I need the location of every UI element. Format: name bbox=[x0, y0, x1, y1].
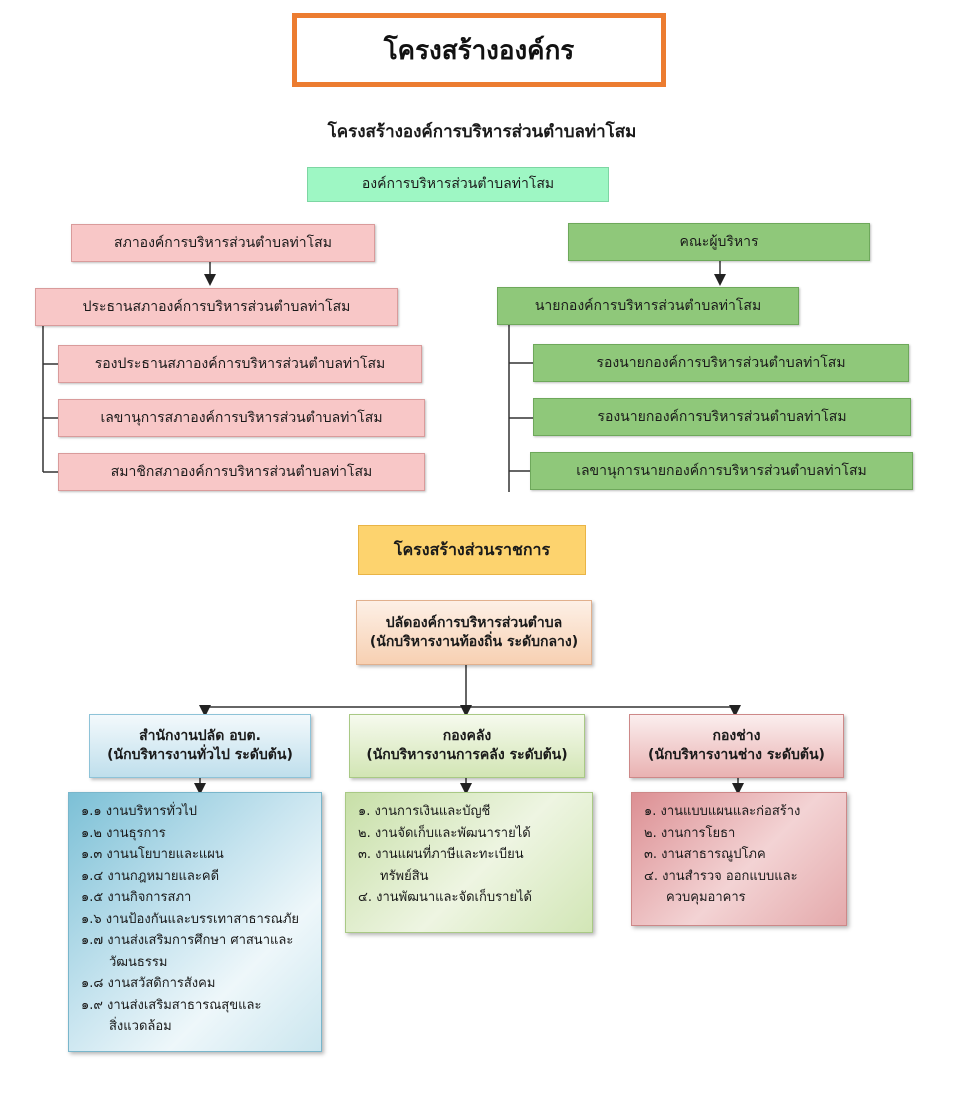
page-title: โครงสร้างองค์กร bbox=[292, 13, 666, 87]
dept-level: (นักบริหารงานทั่วไป ระดับต้น) bbox=[107, 747, 293, 763]
list-item: ๑.๑ งานบริหารทั่วไป bbox=[81, 804, 198, 819]
dept-level: (นักบริหารงานการคลัง ระดับต้น) bbox=[366, 747, 568, 763]
admin-structure-title: โครงสร้างส่วนราชการ bbox=[358, 525, 586, 575]
list-item: ทรัพย์สิน bbox=[380, 868, 429, 884]
list-item: วัฒนธรรม bbox=[109, 954, 168, 970]
list-item: ๑.๗ งานส่งเสริมการศึกษา ศาสนาและ bbox=[81, 933, 294, 948]
executive-box: คณะผู้บริหาร bbox=[568, 223, 870, 261]
list-item: ๑.๒ งานธุรการ bbox=[81, 825, 166, 841]
mayor-box: นายกองค์การบริหารส่วนตำบลท่าโสม bbox=[497, 287, 799, 325]
dept-name: กองคลัง bbox=[442, 728, 492, 745]
list-item: ๔. งานพัฒนาและจัดเก็บรายได้ bbox=[358, 890, 532, 905]
dept-finance-header: กองคลัง (นักบริหารงานการคลัง ระดับต้น) bbox=[349, 714, 585, 778]
council-box: สภาองค์การบริหารส่วนตำบลท่าโสม bbox=[71, 224, 375, 262]
list-item: ๒. งานการโยธา bbox=[644, 825, 736, 841]
list-item: สิ่งแวดล้อม bbox=[109, 1019, 172, 1034]
council-member-box: เลขานุการสภาองค์การบริหารส่วนตำบลท่าโสม bbox=[58, 399, 425, 437]
dept-level: (นักบริหารงานช่าง ระดับต้น) bbox=[648, 747, 825, 763]
dept-name: สำนักงานปลัด อบต. bbox=[139, 728, 261, 745]
dept-office-task-list: ๑.๑ งานบริหารทั่วไป ๑.๒ งานธุรการ ๑.๓ งา… bbox=[68, 792, 322, 1052]
palad-title: ปลัดองค์การบริหารส่วนตำบล bbox=[385, 614, 563, 631]
council-member-box: สมาชิกสภาองค์การบริหารส่วนตำบลท่าโสม bbox=[58, 453, 425, 491]
sao-top-box: องค์การบริหารส่วนตำบลท่าโสม bbox=[307, 167, 609, 202]
dept-office-header: สำนักงานปลัด อบต. (นักบริหารงานทั่วไป ระ… bbox=[89, 714, 311, 778]
list-item: ๑.๘ งานสวัสดิการสังคม bbox=[81, 976, 216, 991]
dept-engineering-header: กองช่าง (นักบริหารงานช่าง ระดับต้น) bbox=[629, 714, 844, 778]
list-item: ๑. งานแบบแผนและก่อสร้าง bbox=[644, 804, 801, 819]
palad-box: ปลัดองค์การบริหารส่วนตำบล (นักบริหารงานท… bbox=[356, 600, 592, 665]
list-item: ๑.๓ งานนโยบายและแผน bbox=[81, 847, 224, 862]
dept-name: กองช่าง bbox=[712, 728, 761, 745]
council-member-box: รองประธานสภาองค์การบริหารส่วนตำบลท่าโสม bbox=[58, 345, 422, 383]
executive-member-box: เลขานุการนายกองค์การบริหารส่วนตำบลท่าโสม bbox=[530, 452, 913, 490]
council-chair-box: ประธานสภาองค์การบริหารส่วนตำบลท่าโสม bbox=[35, 288, 398, 326]
list-item: ๑.๖ งานป้องกันและบรรเทาสาธารณภัย bbox=[81, 911, 300, 927]
list-item: ๓. งานสาธารณูปโภค bbox=[644, 847, 766, 862]
list-item: ๓. งานแผนที่ภาษีและทะเบียน bbox=[358, 847, 524, 862]
executive-member-box: รองนายกองค์การบริหารส่วนตำบลท่าโสม bbox=[533, 398, 911, 436]
palad-level: (นักบริหารงานท้องถิ่น ระดับกลาง) bbox=[369, 633, 579, 650]
org-structure-title: โครงสร้างองค์การบริหารส่วนตำบลท่าโสม bbox=[327, 122, 637, 142]
list-item: ๑.๙ งานส่งเสริมสาธารณสุขและ bbox=[81, 997, 262, 1013]
list-item: ๑.๔ งานกฎหมายและคดี bbox=[81, 868, 220, 884]
dept-engineering-task-list: ๑. งานแบบแผนและก่อสร้าง ๒. งานการโยธา ๓.… bbox=[631, 792, 847, 926]
list-item: ๑. งานการเงินและบัญชี bbox=[358, 804, 491, 819]
list-item: ๔. งานสำรวจ ออกแบบและ bbox=[644, 868, 798, 884]
list-item: ๑.๕ งานกิจการสภา bbox=[81, 890, 192, 905]
executive-member-box: รองนายกองค์การบริหารส่วนตำบลท่าโสม bbox=[533, 344, 909, 382]
list-item: ๒. งานจัดเก็บและพัฒนารายได้ bbox=[358, 825, 531, 841]
dept-finance-task-list: ๑. งานการเงินและบัญชี ๒. งานจัดเก็บและพั… bbox=[345, 792, 593, 933]
list-item: ควบคุมอาคาร bbox=[666, 890, 746, 905]
